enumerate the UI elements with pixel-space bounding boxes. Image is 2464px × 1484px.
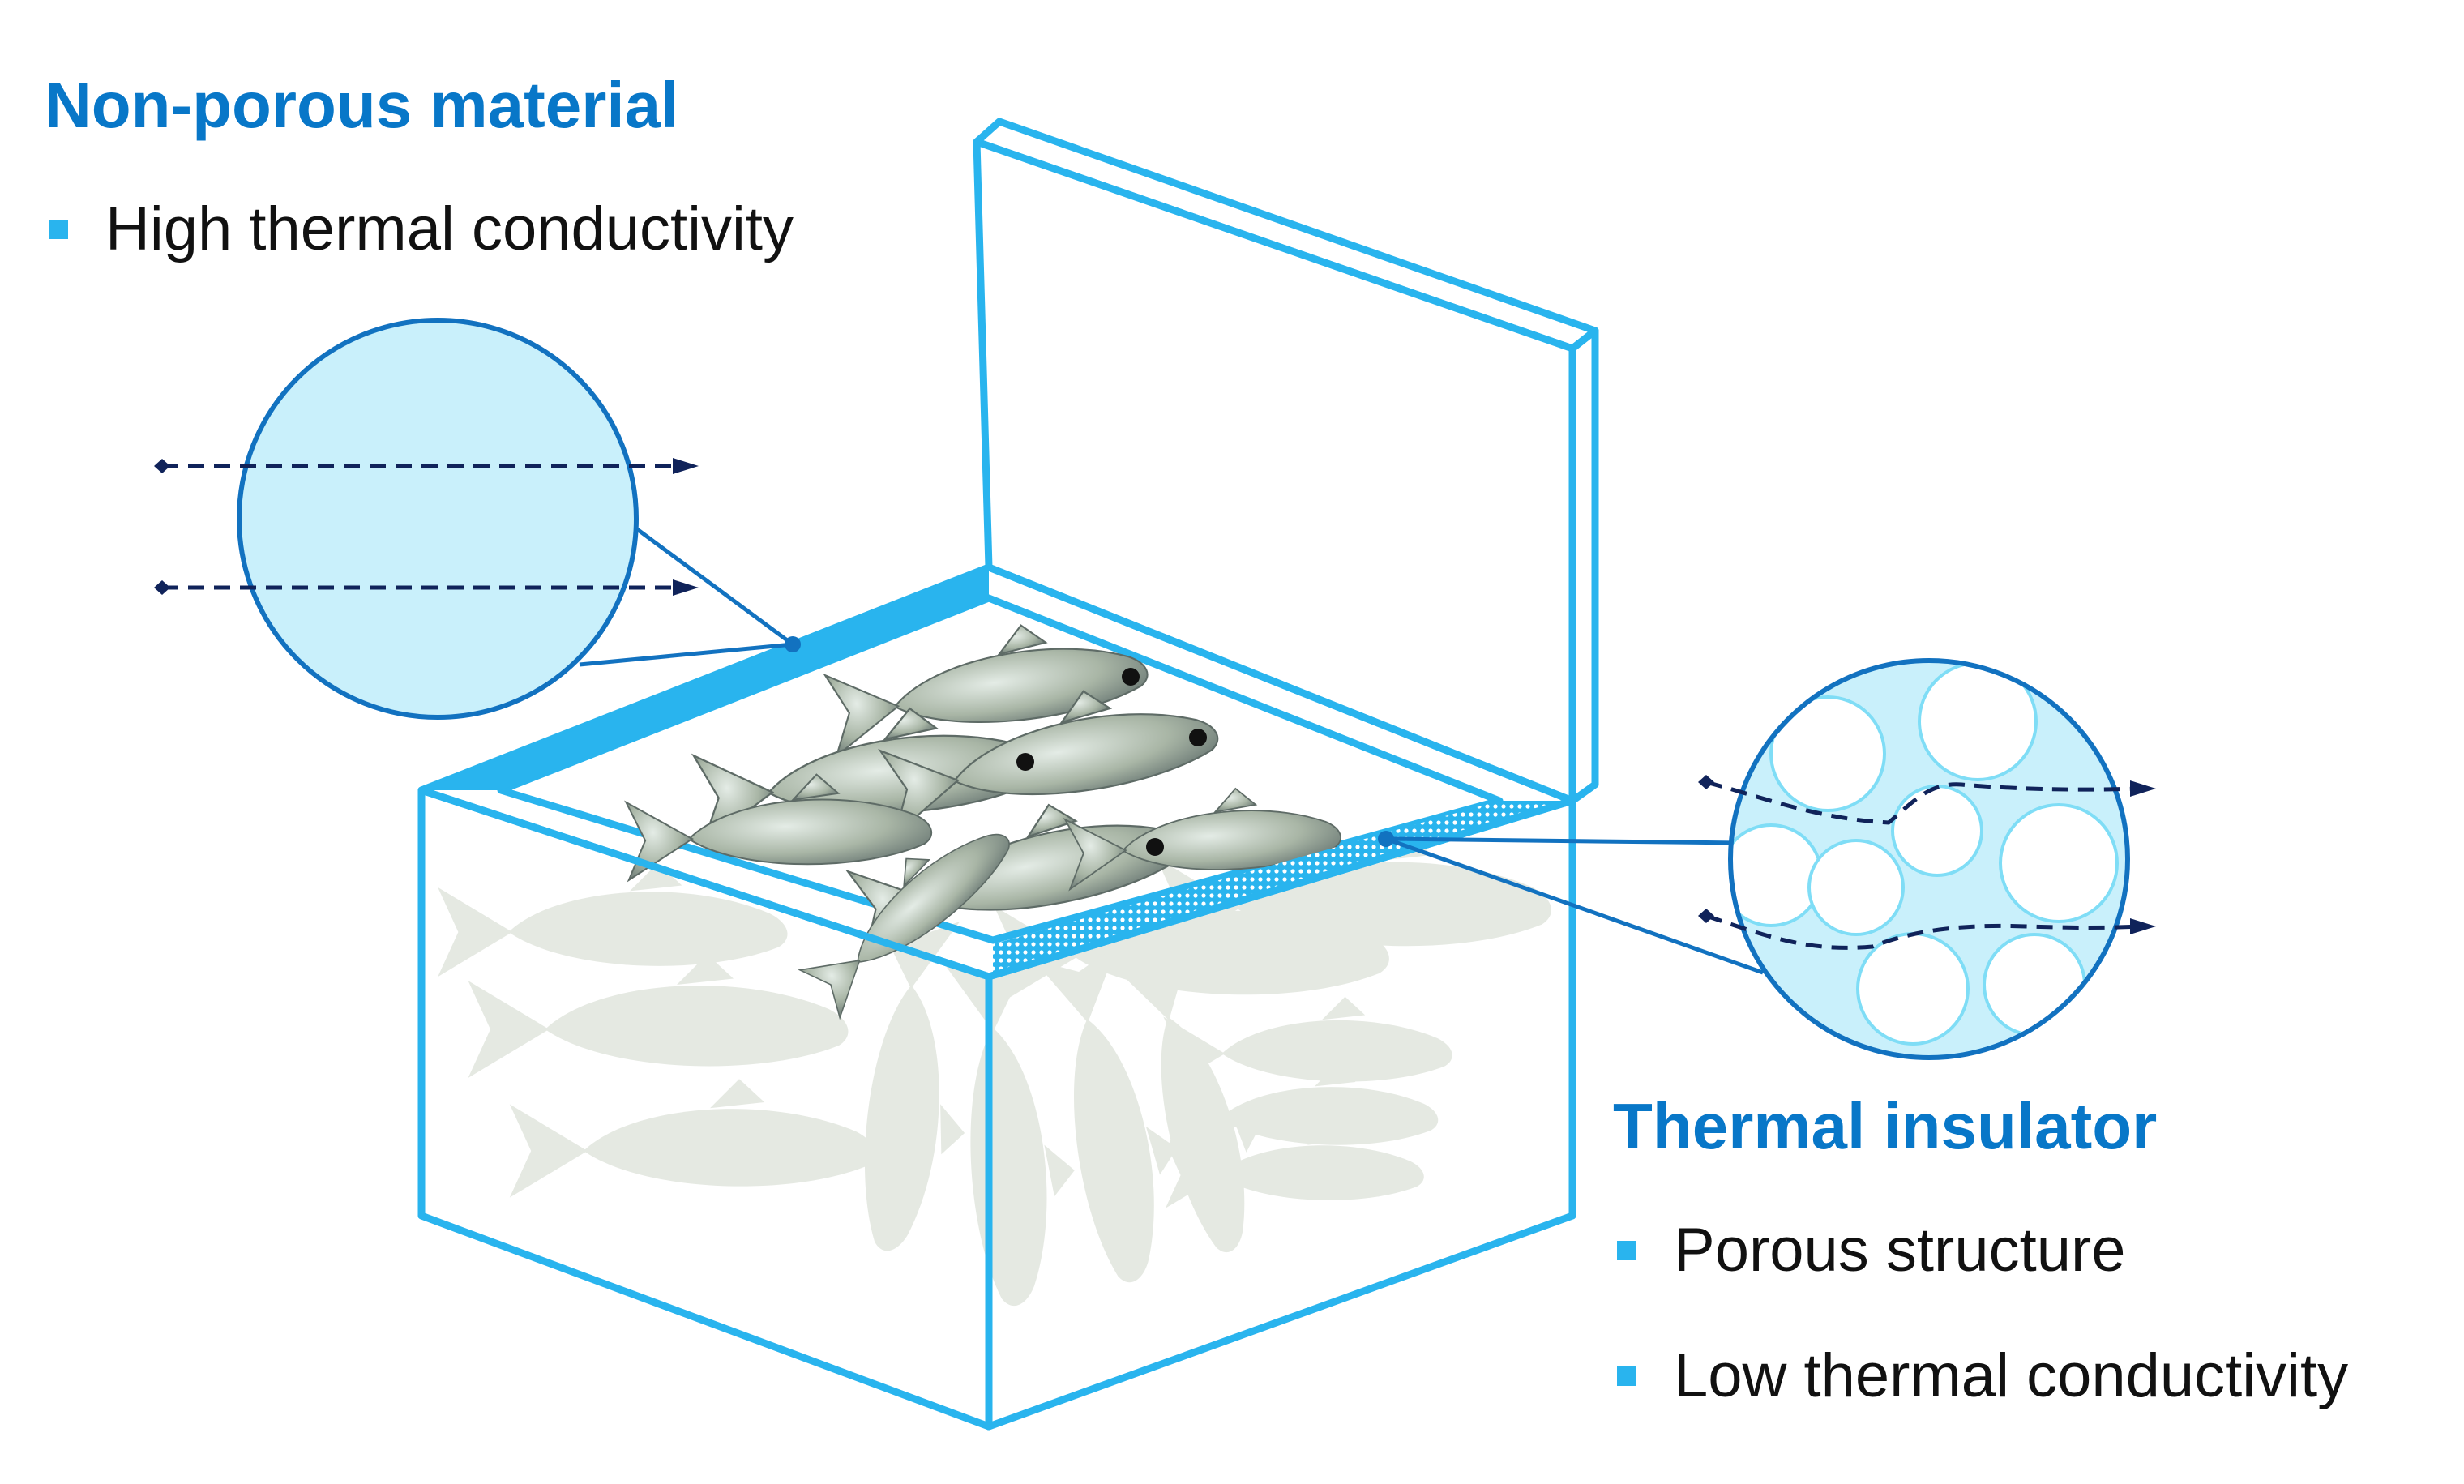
right-pointer-dot — [1378, 831, 1394, 847]
porous-structure-label: Porous structure — [1674, 1220, 2126, 1281]
porous-material-lens — [1698, 661, 2156, 1058]
solid-material-lens — [154, 320, 699, 717]
thermal-insulator-heading: Thermal insulator — [1613, 1094, 2157, 1159]
bullet-square-icon — [1617, 1366, 1636, 1386]
left-bullet-list-item: High thermal conductivity — [49, 199, 794, 260]
left-pointer-dot — [785, 636, 801, 652]
bullet-square-icon — [1617, 1241, 1636, 1260]
non-porous-heading: Non-porous material — [45, 73, 678, 138]
bullet-square-icon — [49, 220, 68, 239]
right-bullet-list-item-1: Porous structure — [1617, 1220, 2126, 1281]
right-bullet-list-item-2: Low thermal conductivity — [1617, 1345, 2348, 1407]
low-conductivity-label: Low thermal conductivity — [1674, 1345, 2348, 1407]
high-conductivity-label: High thermal conductivity — [105, 199, 794, 260]
